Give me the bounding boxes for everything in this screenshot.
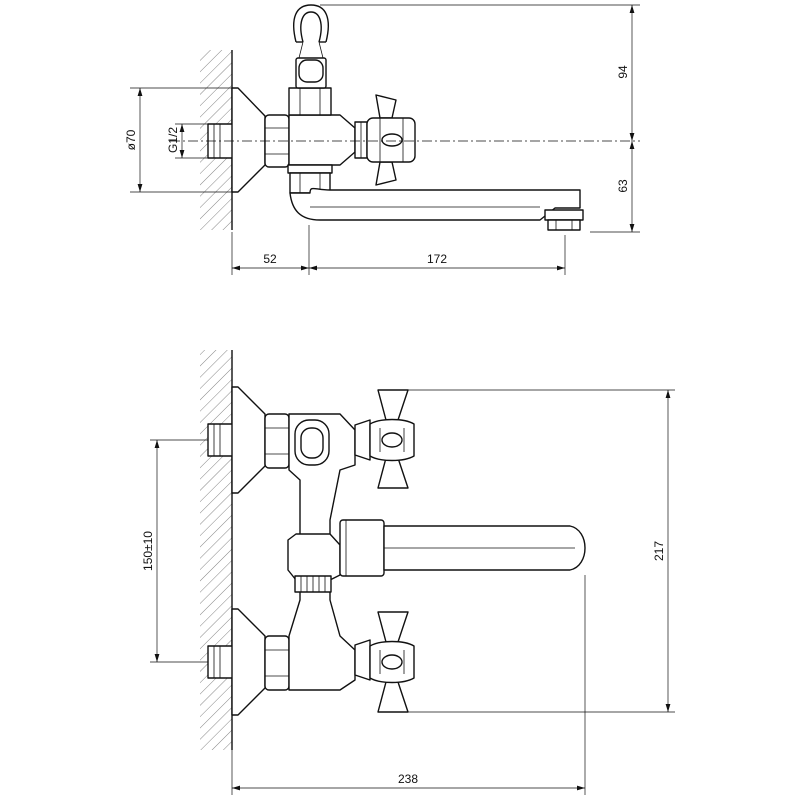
mixer-body-top xyxy=(288,114,356,166)
dim-height-to-holder: 94 xyxy=(616,5,635,141)
wall-flange-top xyxy=(231,87,266,193)
top-view: 94 63 ø70 G1/2 52 172 xyxy=(124,4,640,275)
shower-holder-top xyxy=(293,4,329,89)
upper-inlet-assembly xyxy=(207,386,290,494)
dim-overall-height: 217 xyxy=(652,390,671,712)
dim-overall-width: 238 xyxy=(232,772,585,791)
wall-hatch-front xyxy=(200,350,233,750)
dim-wall-offset: 52 xyxy=(232,252,309,271)
dim-label-238: 238 xyxy=(398,772,418,786)
diverter-front xyxy=(287,533,341,593)
dim-inlet-spacing: 150±10 xyxy=(141,440,160,662)
diverter-block-top xyxy=(288,87,332,116)
dim-label-172: 172 xyxy=(427,252,447,266)
dim-label-94: 94 xyxy=(616,65,630,79)
dim-spout-reach: 172 xyxy=(309,252,565,271)
lower-inlet-assembly xyxy=(207,608,290,716)
dim-label-phi70: ø70 xyxy=(124,129,138,150)
outlet-nut-top xyxy=(287,164,333,194)
front-view: 150±10 217 238 xyxy=(141,350,675,795)
dim-spout-drop: 63 xyxy=(616,141,635,232)
shower-holder-front xyxy=(294,419,330,466)
cross-handle-upper xyxy=(354,389,415,489)
cross-handle-top xyxy=(354,94,416,186)
dim-thread: G1/2 xyxy=(166,124,185,158)
spout-top xyxy=(289,187,581,221)
cross-handle-lower xyxy=(354,611,415,713)
dim-flange-diameter: ø70 xyxy=(124,88,143,192)
dim-label-217: 217 xyxy=(652,541,666,561)
dim-label-150: 150±10 xyxy=(141,531,155,571)
dim-label-52: 52 xyxy=(263,252,277,266)
dim-label-63: 63 xyxy=(616,179,630,193)
aerator-top xyxy=(544,209,584,231)
spout-front xyxy=(339,519,586,577)
dim-label-g12: G1/2 xyxy=(166,127,180,153)
extension-lines-top xyxy=(130,4,640,275)
